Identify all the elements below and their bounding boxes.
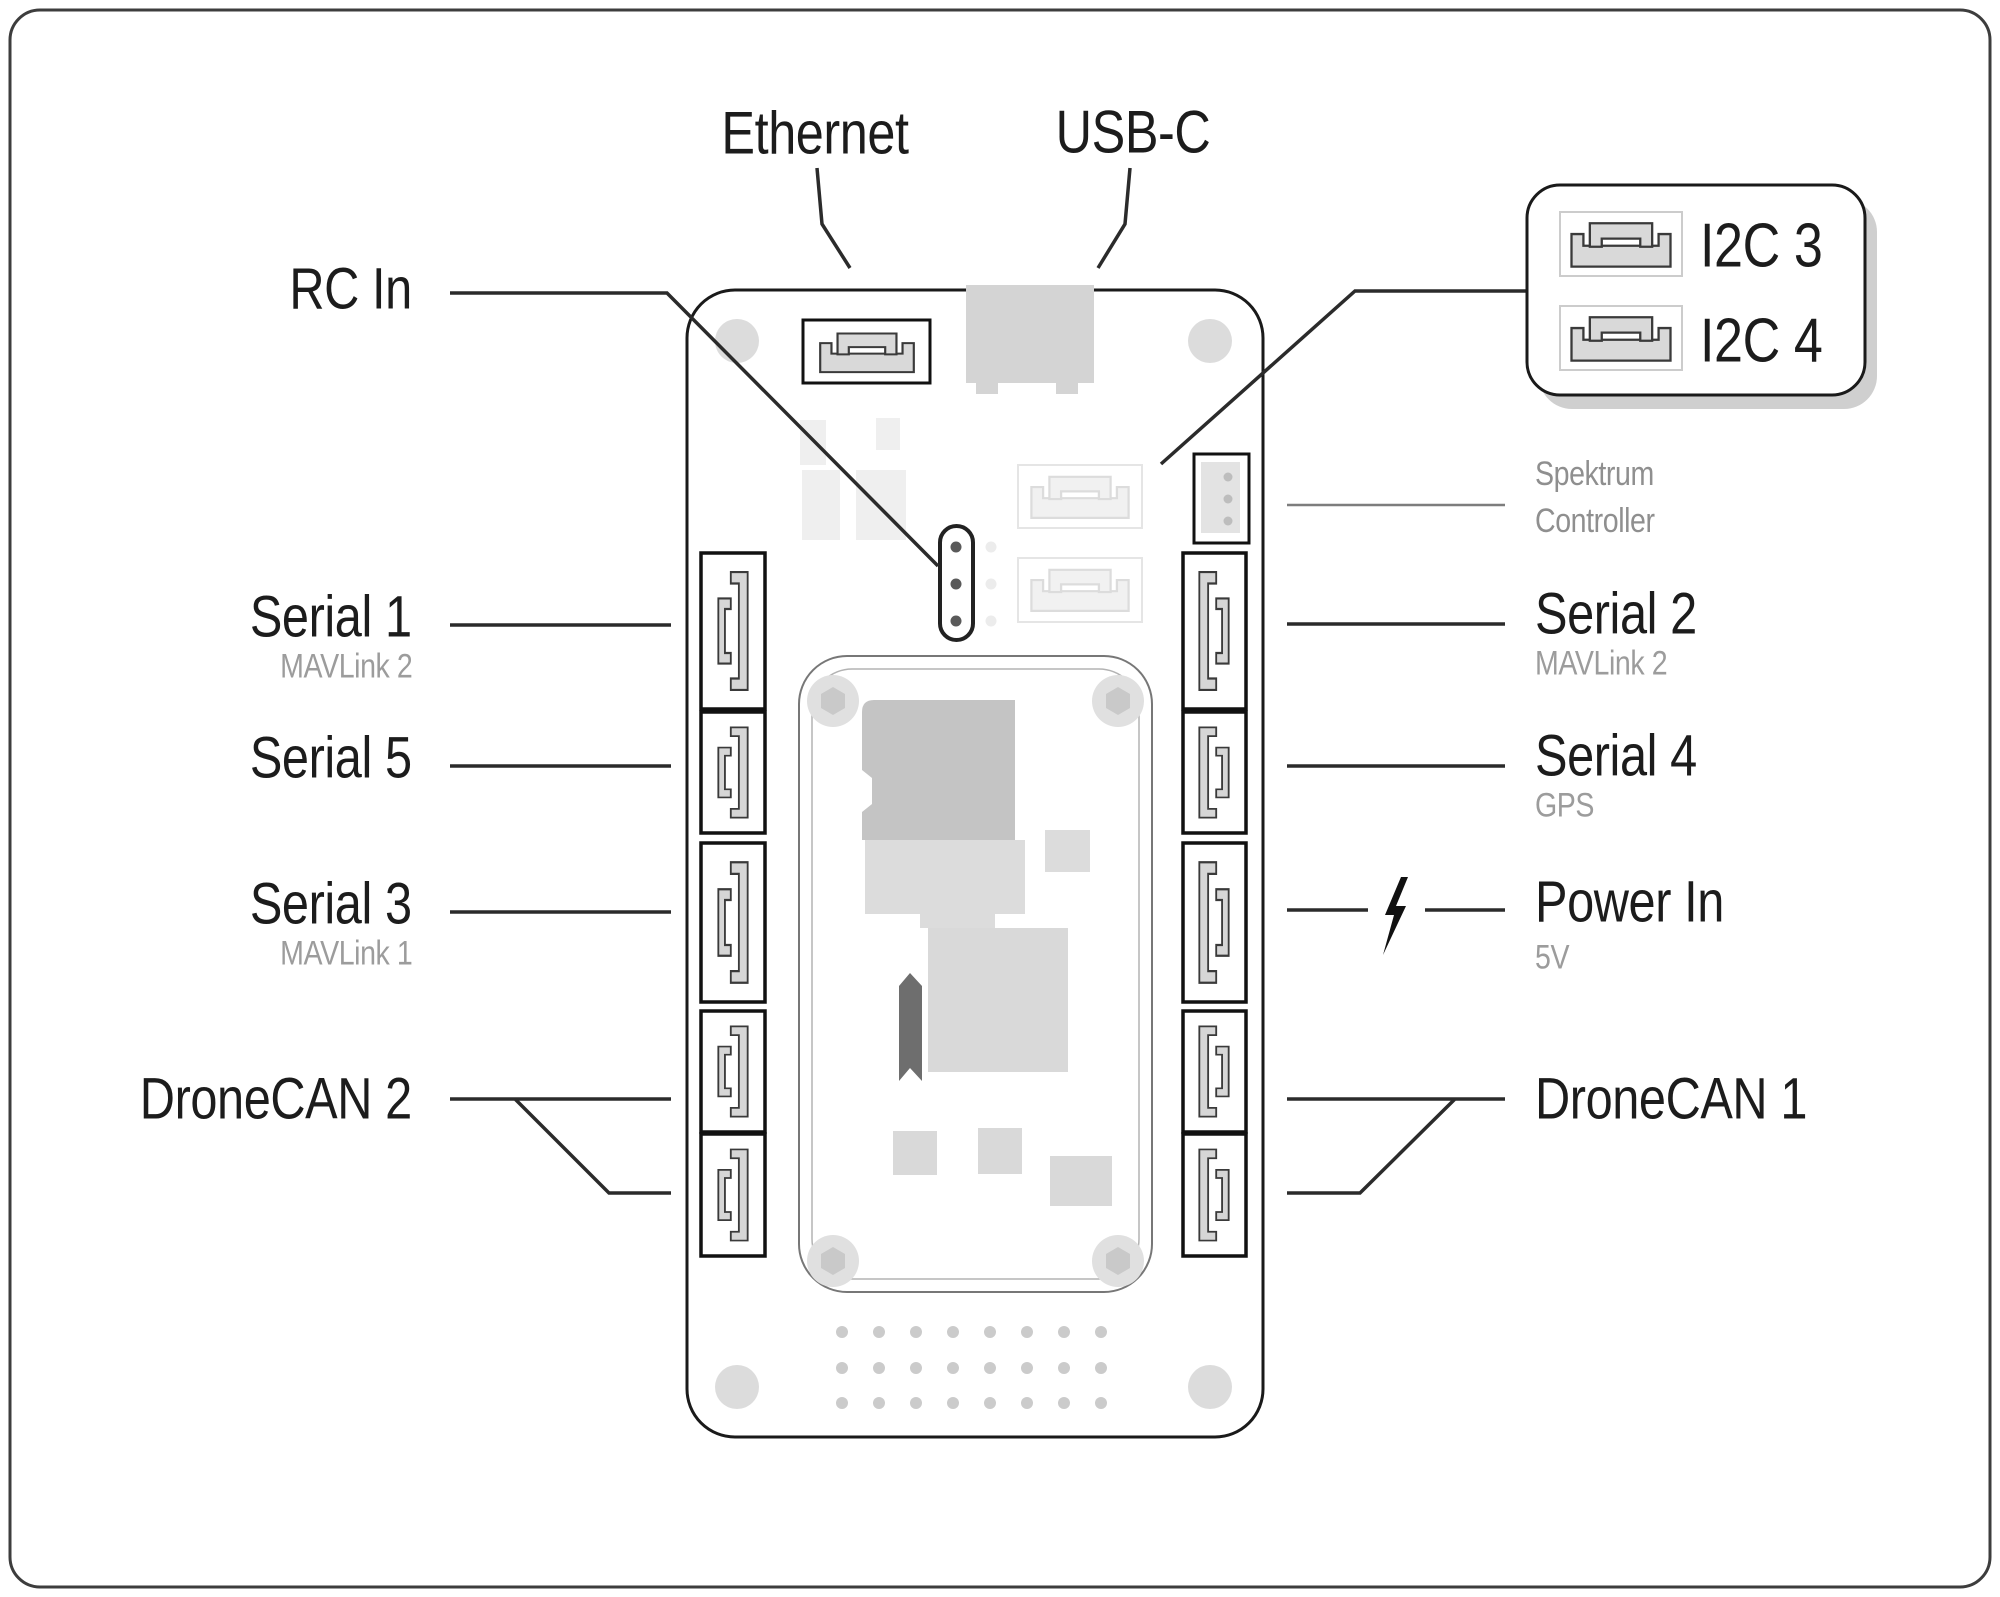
mounting-hole — [715, 1365, 759, 1409]
module-components — [862, 700, 1112, 1206]
mounting-hole — [1188, 1365, 1232, 1409]
label-serial-3: Serial 3 — [250, 871, 412, 937]
shield-screws — [807, 675, 1144, 1287]
label-i2c-3: I2C 3 — [1700, 211, 1823, 281]
label-power-in: Power In — [1535, 869, 1724, 935]
flight-controller-board — [685, 285, 1265, 1439]
label-dronecan-2: DroneCAN 2 — [139, 1066, 412, 1132]
ribbon-marker — [899, 973, 922, 1081]
i2c-3-port — [1017, 464, 1143, 529]
sublabel-power-in: 5V — [1535, 938, 1570, 977]
mounting-hole — [715, 319, 759, 363]
label-spektrum-controller: Spektrum Controller — [1535, 455, 1655, 540]
dronecan-2-connector-b — [699, 1132, 767, 1258]
usb-c-port — [966, 285, 1094, 394]
dronecan-1-connector-b — [1181, 1132, 1248, 1258]
i2c-4-icon — [1559, 305, 1683, 371]
i2c-leader-line — [1159, 289, 1527, 466]
serial-5-connector — [699, 710, 767, 835]
label-serial-5: Serial 5 — [250, 725, 412, 791]
label-usb-c: USB-C — [1055, 98, 1211, 166]
sublabel-serial-4: GPS — [1535, 786, 1595, 825]
solder-pads — [800, 418, 906, 540]
serial-1-connector — [699, 551, 767, 711]
serial-2-connector — [1181, 551, 1248, 711]
via-dot-grid — [836, 1326, 1107, 1409]
leader-lines — [450, 167, 1527, 1195]
label-i2c-4: I2C 4 — [1700, 306, 1823, 376]
left-connector-column — [699, 551, 767, 1258]
label-dronecan-1: DroneCAN 1 — [1535, 1066, 1808, 1132]
serial-4-connector — [1181, 710, 1248, 835]
label-serial-4: Serial 4 — [1535, 723, 1697, 789]
label-rc-in: RC In — [289, 256, 413, 322]
usb-c-leader-line — [1096, 167, 1132, 269]
dronecan-2-leader-line — [450, 1097, 671, 1195]
i2c-4-port — [1017, 557, 1143, 623]
dronecan-1-connector-a — [1181, 1009, 1248, 1134]
label-serial-2: Serial 2 — [1535, 581, 1697, 647]
imu-shield-module — [798, 655, 1153, 1293]
dronecan-1-leader-line — [1287, 1097, 1505, 1195]
rc-in-leader-line — [450, 291, 940, 568]
dronecan-2-connector-a — [699, 1009, 767, 1134]
rc-in-header — [938, 524, 997, 642]
i2c-callout-panel — [1525, 183, 1877, 409]
label-serial-1: Serial 1 — [250, 584, 412, 650]
label-ethernet: Ethernet — [721, 99, 909, 167]
sublabel-serial-2: MAVLink 2 — [1535, 644, 1668, 683]
power-in-connector — [1181, 841, 1248, 1004]
sublabel-serial-1: MAVLink 2 — [279, 647, 413, 686]
sublabel-serial-3: MAVLink 1 — [279, 934, 413, 973]
serial-3-connector — [699, 841, 767, 1004]
ethernet-port — [801, 318, 932, 385]
right-connector-column — [1181, 551, 1248, 1258]
ethernet-leader-line — [815, 167, 852, 269]
mounting-hole — [1188, 319, 1232, 363]
spektrum-port — [1192, 452, 1251, 545]
lightning-bolt-icon — [1383, 877, 1408, 955]
i2c-3-icon — [1559, 211, 1683, 277]
